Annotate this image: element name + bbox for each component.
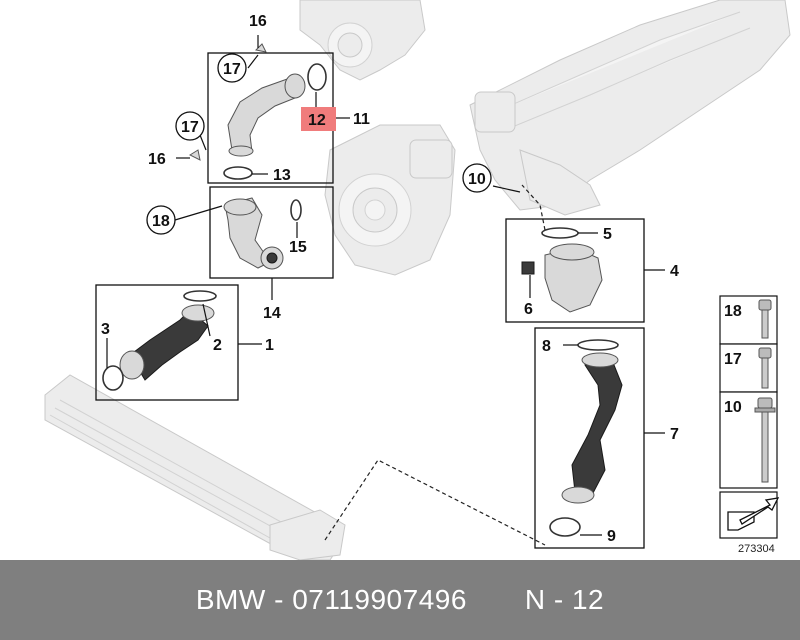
- callout-circle-17-top: [217, 53, 247, 83]
- callout-13[interactable]: 13: [273, 167, 291, 184]
- legend-label-18: 18: [724, 303, 742, 320]
- o-ring-8: [577, 339, 619, 351]
- fastener-legend: 18 17 10 273304: [719, 295, 780, 555]
- o-ring-5: [541, 227, 579, 239]
- o-ring-9: [549, 517, 581, 537]
- callout-7[interactable]: 7: [670, 426, 679, 443]
- o-ring-15: [290, 199, 302, 221]
- callout-12[interactable]: 12: [308, 112, 326, 129]
- callout-3[interactable]: 3: [101, 321, 110, 338]
- charge-air-hose-7: [561, 352, 623, 504]
- footer-part-number: 07119907496: [292, 584, 467, 615]
- routing-dashed-line: [324, 459, 546, 546]
- callout-14[interactable]: 14: [263, 305, 281, 322]
- charge-air-pipe-upper: [227, 73, 306, 157]
- callout-6[interactable]: 6: [524, 301, 533, 318]
- callout-8[interactable]: 8: [542, 338, 551, 355]
- callout-5[interactable]: 5: [603, 226, 612, 243]
- clip-17-lower: [188, 149, 201, 161]
- o-ring-12: [307, 63, 327, 91]
- callout-10[interactable]: 10: [468, 171, 486, 188]
- callout-1[interactable]: 1: [265, 337, 274, 354]
- group-box-7: [534, 327, 645, 549]
- footer-gap: [467, 584, 525, 615]
- parts-diagram: 16 17 12 11 17 16 13 18 15 14 3 2 1 10 5…: [44, 0, 791, 561]
- callout-circle-18: [146, 205, 176, 235]
- callout-2[interactable]: 2: [213, 337, 222, 354]
- highlight-box-12: [301, 107, 336, 131]
- callout-17-mid[interactable]: 17: [181, 119, 199, 136]
- routing-dashed-line-upper: [521, 184, 546, 231]
- charge-air-sensor-housing: [521, 243, 603, 313]
- footer-brand: BMW: [195, 584, 266, 615]
- callout-18[interactable]: 18: [152, 213, 170, 230]
- long-flange-bolt-icon: [754, 397, 776, 483]
- callout-4[interactable]: 4: [670, 263, 679, 280]
- o-ring-2: [183, 290, 217, 302]
- drawing-number: 273304: [738, 543, 775, 555]
- nut-arrow-icon: [727, 497, 780, 531]
- callout-17-top[interactable]: 17: [223, 61, 241, 78]
- group-box-1: [95, 284, 239, 401]
- o-ring-3: [102, 365, 124, 391]
- turbocharger-upper-ghost: [299, 0, 426, 81]
- medium-bolt-icon: [758, 347, 772, 389]
- footer-separator: -: [265, 584, 293, 615]
- callout-11[interactable]: 11: [353, 111, 370, 128]
- legend-label-17: 17: [724, 351, 742, 368]
- charge-pipe-adapter: [223, 197, 284, 270]
- callout-9[interactable]: 9: [607, 528, 616, 545]
- callout-circle-10: [462, 163, 492, 193]
- footer-caption: BMW - 07119907496 N - 12: [196, 584, 604, 616]
- footer-position: N - 12: [524, 584, 605, 615]
- callouts: 16 17 12 11 17 16 13 18 15 14 3 2 1 10 5…: [101, 13, 679, 545]
- callout-16-mid[interactable]: 16: [148, 151, 166, 168]
- o-ring-13: [223, 166, 253, 180]
- footer-bar: BMW - 07119907496 N - 12: [0, 560, 800, 640]
- clip-17-upper: [254, 43, 267, 53]
- callout-15[interactable]: 15: [289, 239, 307, 256]
- intake-manifold-ghost: [469, 0, 791, 216]
- charge-air-hose-1: [119, 304, 215, 381]
- intercooler-ghost: [44, 374, 346, 561]
- leader-lines: [106, 35, 665, 536]
- callout-circle-17-mid: [175, 111, 205, 141]
- legend-label-10: 10: [724, 399, 742, 416]
- callout-16-top[interactable]: 16: [249, 13, 267, 30]
- short-bolt-icon: [758, 299, 772, 339]
- turbocharger-lower-ghost: [324, 124, 456, 276]
